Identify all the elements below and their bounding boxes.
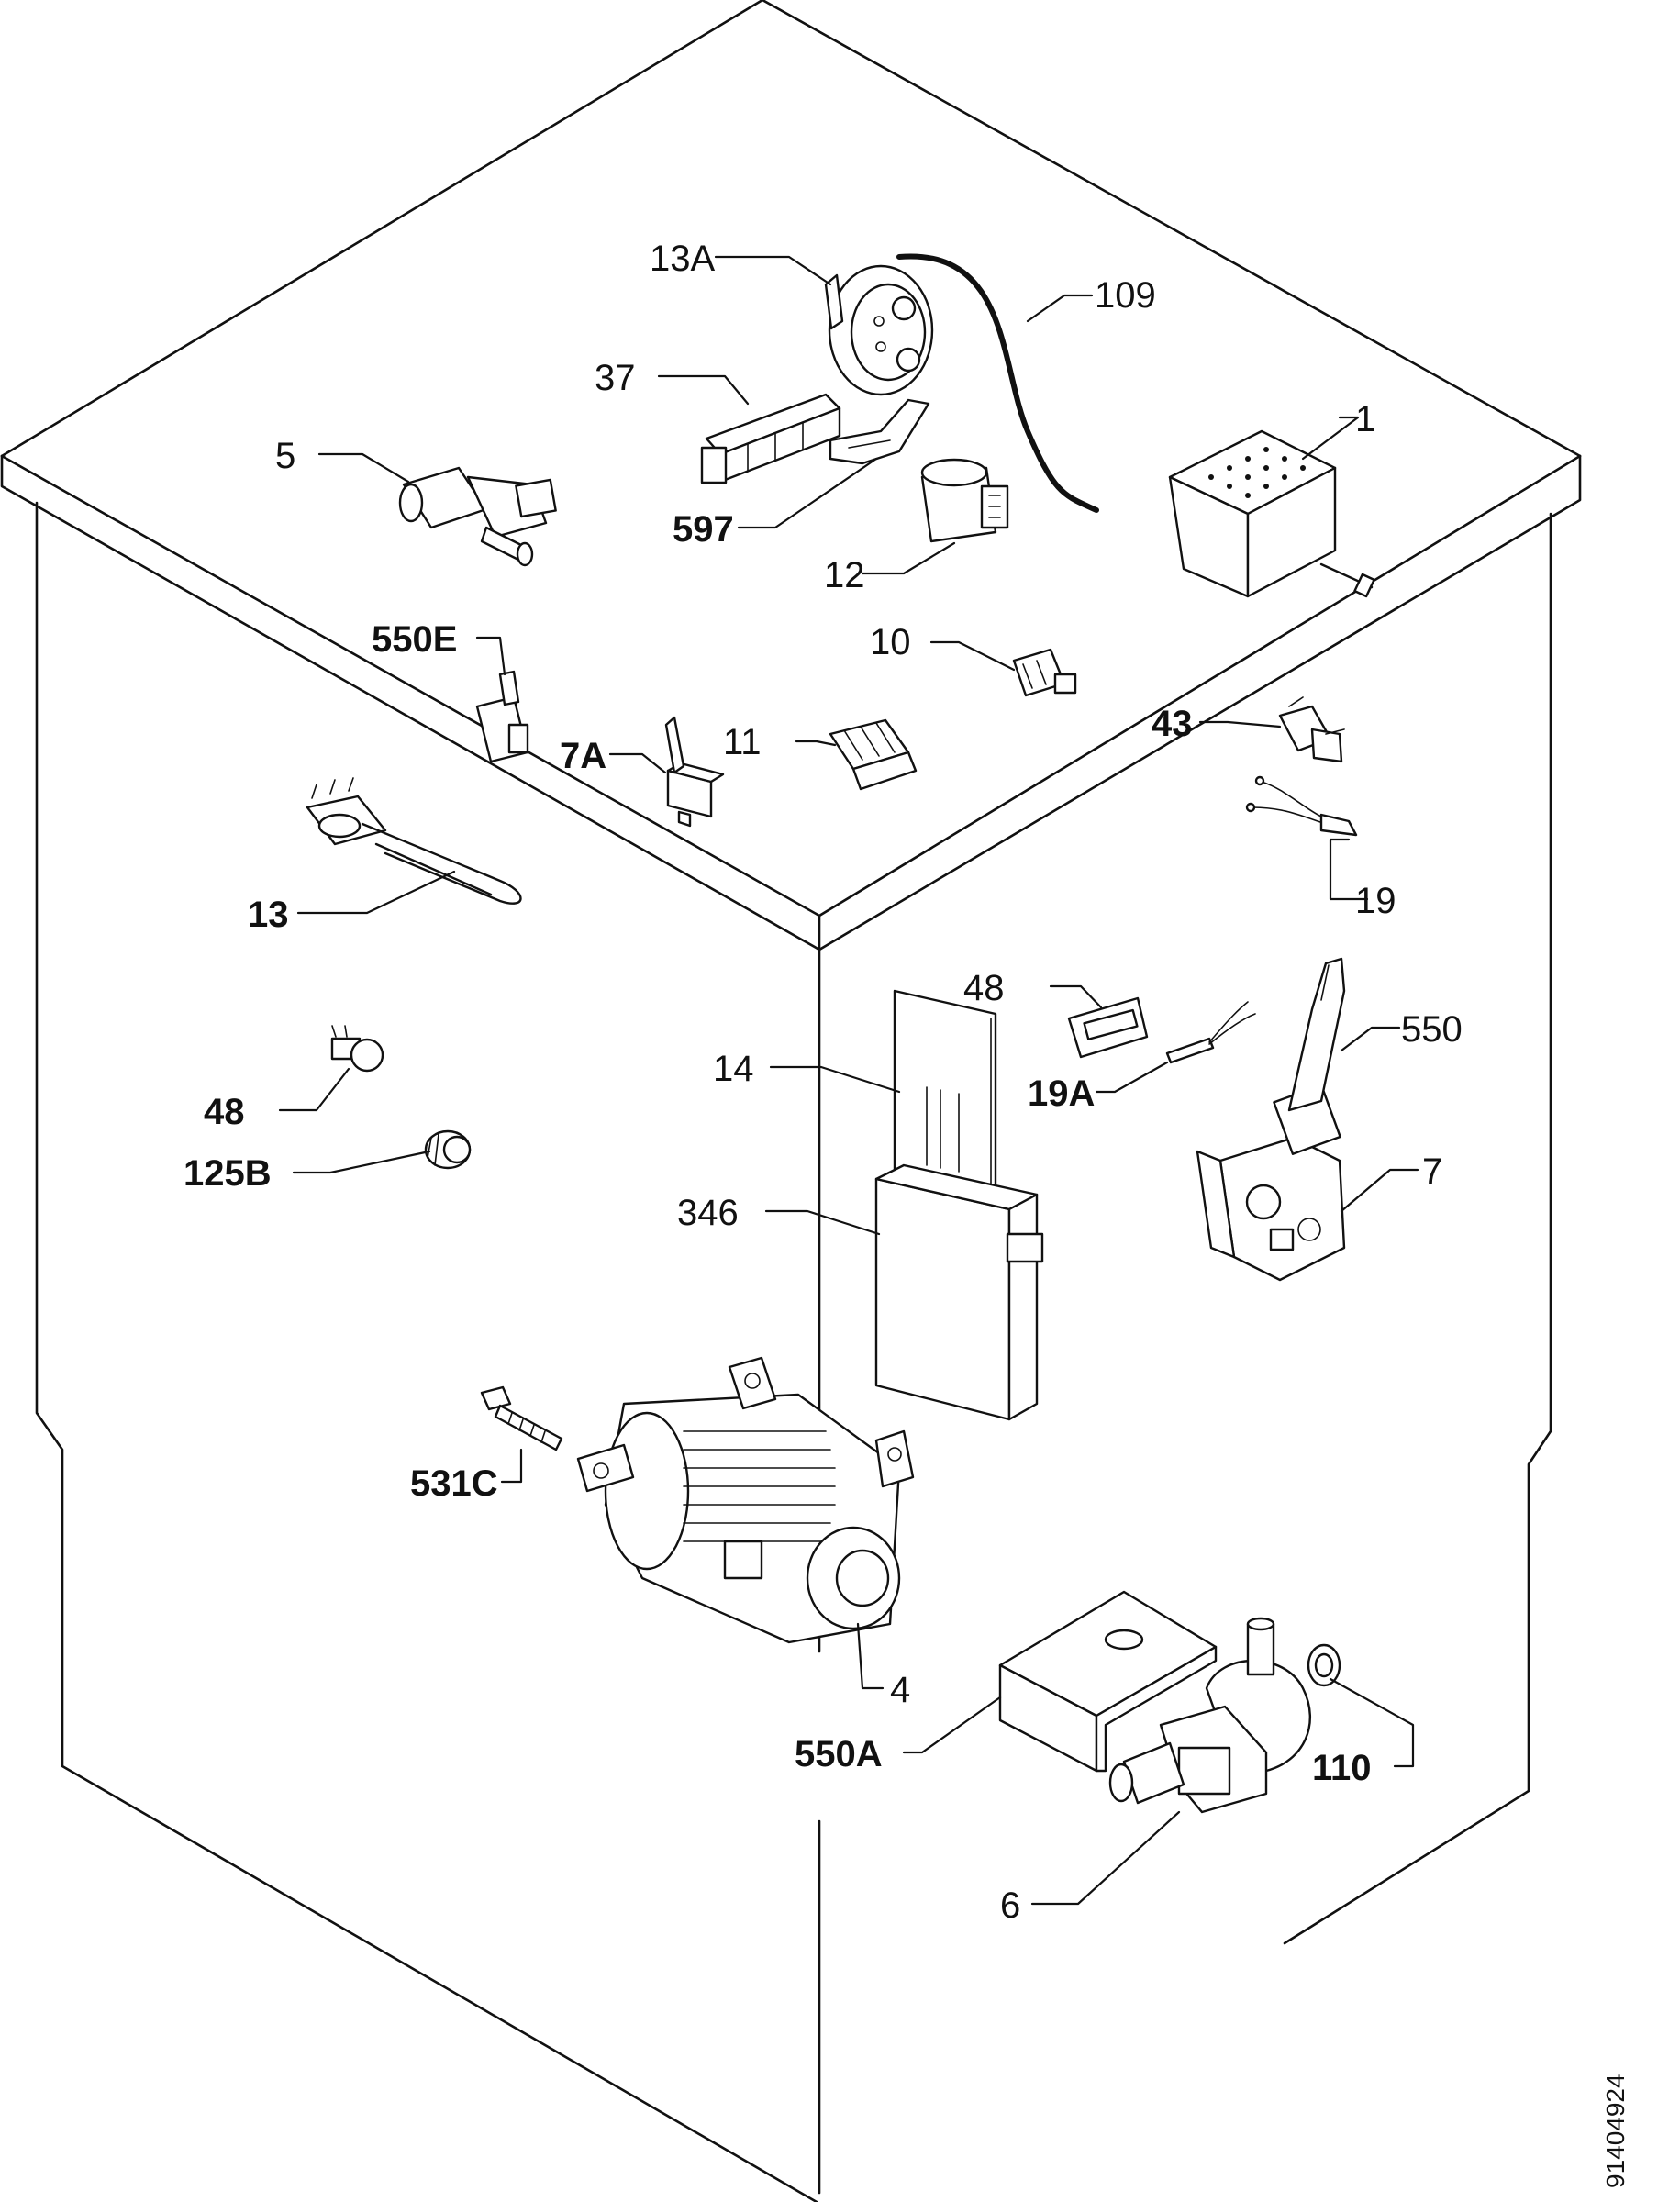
micro-switch-part-7a — [664, 716, 725, 828]
sensor-part-19 — [1245, 775, 1358, 837]
label-11: 12 — [824, 555, 865, 595]
label-4: 4 — [890, 1670, 910, 1710]
shield-part-550a — [998, 1590, 1218, 1773]
screw-part-531c — [480, 1385, 563, 1451]
label-550a: 550A — [795, 1734, 883, 1774]
leader-lines — [278, 255, 1419, 1906]
bracket-part-597 — [829, 398, 930, 465]
programmer-dots — [1208, 447, 1306, 498]
label-10: 13 — [248, 895, 289, 935]
label-550e: 550E — [372, 619, 457, 660]
label-109: 48 — [963, 968, 1005, 1008]
label-7: 7 — [1422, 1151, 1442, 1192]
inlet-valve-part-5 — [398, 466, 557, 567]
label-19a: 19A — [1028, 1073, 1095, 1114]
label-7a: 7A — [560, 736, 606, 776]
programmer-part-1 — [1168, 429, 1375, 598]
connector-part-13 — [1012, 648, 1077, 697]
heating-element-part-10 — [306, 777, 522, 905]
sensor-part-19a — [1165, 1001, 1256, 1064]
cabinet-outline — [0, 0, 1582, 2202]
hose-highlight — [898, 255, 1097, 511]
lever-part-550 — [1287, 957, 1346, 1112]
label-13: 10 — [870, 622, 911, 662]
label-597: 597 — [673, 509, 734, 550]
washer-part-125b — [1307, 1643, 1341, 1687]
pilot-lamp-part-48 — [330, 1025, 384, 1073]
label-43: 43 — [1152, 704, 1193, 744]
label-5: 5 — [275, 436, 295, 476]
terminal-part-13a — [829, 718, 918, 791]
label-125b: 110 — [1312, 1748, 1372, 1788]
label-19: 19 — [1355, 881, 1396, 921]
thermostat-part-43 — [1278, 696, 1345, 763]
label-6: 6 — [1000, 1885, 1020, 1926]
door-lock-part-7 — [1196, 1084, 1346, 1282]
label-12: 13A — [650, 239, 715, 279]
label-37: 37 — [595, 358, 636, 398]
housing-part-346 — [874, 1163, 1044, 1421]
label-13a: 11 — [723, 722, 762, 762]
label-531c: 531C — [410, 1463, 498, 1504]
label-110: 109 — [1095, 275, 1156, 316]
pressure-switch-part-12 — [824, 264, 934, 396]
label-1: 1 — [1355, 399, 1375, 439]
drain-pump-part-6 — [1108, 1617, 1312, 1814]
label-346: 346 — [677, 1193, 739, 1233]
capacitor-part-11 — [920, 458, 1009, 543]
label-14: 14 — [713, 1049, 754, 1089]
bushing-part-130a — [424, 1129, 472, 1170]
label-130a: 125B — [184, 1153, 272, 1194]
motor-part-4 — [576, 1356, 915, 1644]
switch-part-550e — [475, 670, 529, 763]
label-550: 550 — [1401, 1009, 1463, 1050]
cover-part-109 — [1067, 996, 1149, 1059]
diagram-reference-number: 91404924 — [1601, 2074, 1630, 2188]
part-labels: 13A 109 37 5 597 12 1 550E 7A 11 10 43 1… — [184, 239, 1463, 1926]
label-48-bold: 48 — [204, 1092, 245, 1132]
terminal-block-part-37 — [700, 393, 841, 484]
